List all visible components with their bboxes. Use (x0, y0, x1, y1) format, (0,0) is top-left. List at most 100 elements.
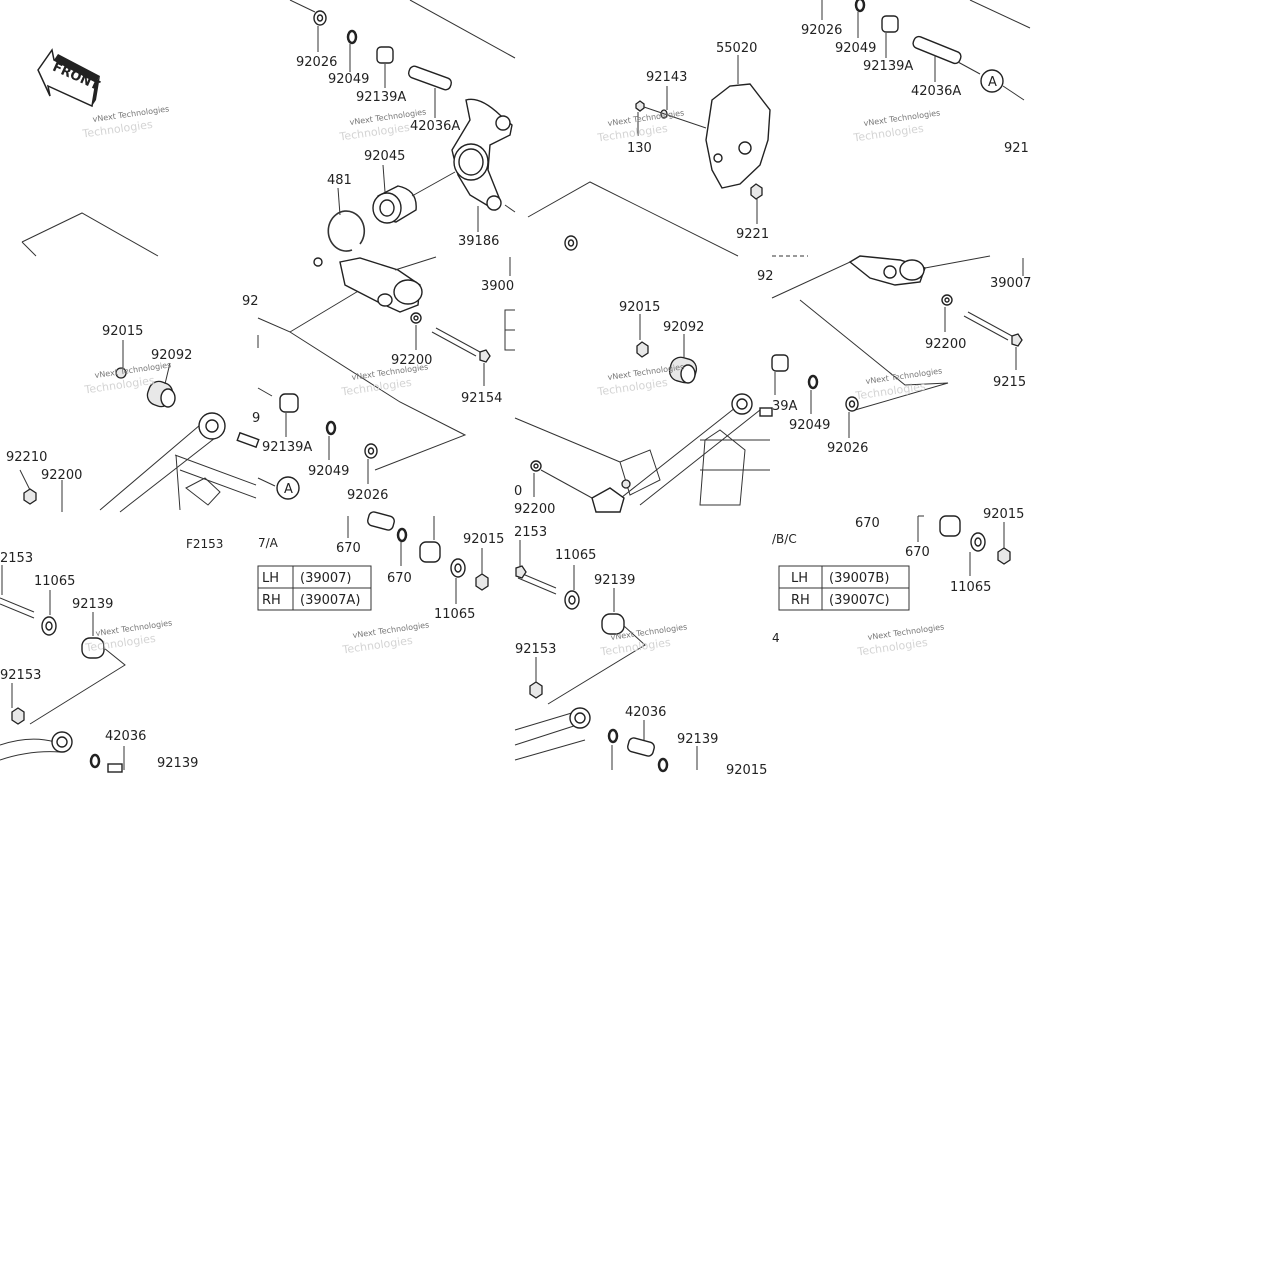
label-0: 0 (514, 484, 522, 499)
label-921: 921 (1004, 141, 1029, 156)
watermark: Technologies vNext Technologies (596, 362, 685, 399)
tile-mid-far-right: 92 39007 92200 9215 39A 92049 92026 (757, 255, 1031, 456)
label-b-c: /B/C (772, 532, 797, 546)
label-92049: 92049 (308, 464, 349, 479)
label-11065: 11065 (34, 574, 75, 589)
callout-a: A (284, 482, 293, 497)
label-92200: 92200 (514, 502, 555, 517)
label-670: 670 (855, 516, 880, 531)
watermark-text: Technologies (338, 121, 411, 144)
callout-a: A (988, 75, 997, 90)
label-92015: 92015 (619, 300, 660, 315)
label-39a: 39A (772, 399, 798, 414)
label-92049: 92049 (789, 418, 830, 433)
label-92139a: 92139A (356, 90, 406, 105)
label-92: 92 (757, 269, 774, 284)
label-3900: 3900 (481, 279, 514, 294)
label-92092: 92092 (663, 320, 704, 335)
label-92026: 92026 (827, 441, 868, 456)
label-92049: 92049 (835, 41, 876, 56)
label-92026: 92026 (801, 23, 842, 38)
tile-mid-right: 92015 92092 0 92200 (514, 300, 770, 517)
watermark-text: Technologies (852, 122, 925, 145)
label-92210: 92210 (6, 450, 47, 465)
label-92139a: 92139A (863, 59, 913, 74)
watermark-text: Technologies (340, 376, 413, 399)
label-39007: 39007 (990, 276, 1031, 291)
label-42036: 42036 (625, 705, 666, 720)
table-cell-side: LH (791, 571, 808, 586)
label-92200: 92200 (391, 353, 432, 368)
label-92139: 92139 (677, 732, 718, 747)
table-cell-part: (39007A) (300, 593, 360, 608)
watermark-text: Technologies (599, 636, 672, 659)
label-92026: 92026 (296, 55, 337, 70)
watermark: Technologies vNext Technologies (341, 620, 430, 657)
table-cell-side: RH (791, 593, 810, 608)
label-130: 130 (627, 141, 652, 156)
label-92153: 92153 (0, 668, 41, 683)
label-42036a: 42036A (410, 119, 460, 134)
label-7-a: 7/A (258, 536, 279, 550)
label-670: 670 (905, 545, 930, 560)
watermark: Technologies vNext Technologies (340, 362, 429, 399)
watermark: Technologies vNext Technologies (596, 108, 685, 144)
table-cell-part: (39007) (300, 571, 352, 586)
watermark-text: Technologies (84, 632, 157, 655)
label-11065: 11065 (434, 607, 475, 622)
label-92015: 92015 (102, 324, 143, 339)
label-92045: 92045 (364, 149, 405, 164)
table-cell-part: (39007C) (829, 593, 890, 608)
label-92153: 92153 (515, 642, 556, 657)
tile-top-mid-left: 92026 92049 92139A 42036A 92045 481 3918… (289, 0, 516, 276)
watermark-text: Technologies (596, 376, 669, 399)
label-92139: 92139 (72, 597, 113, 612)
label-670: 670 (336, 541, 361, 556)
label-2153: 2153 (0, 551, 33, 566)
front-arrow-icon: FRONT (37, 48, 102, 108)
label-92049: 92049 (328, 72, 369, 87)
label-92139a: 92139A (262, 440, 312, 455)
watermark-text: Technologies (81, 118, 154, 141)
label-92: 92 (242, 294, 259, 309)
label-92200: 92200 (925, 337, 966, 352)
table-cell-side: LH (262, 571, 279, 586)
label-481: 481 (327, 173, 352, 188)
label-2153: 2153 (514, 525, 547, 540)
label-92015: 92015 (726, 763, 767, 778)
watermark-text: Technologies (341, 634, 414, 657)
tile-mid-left: 92 3900 92200 92154 9 92139A 92049 92026 (242, 256, 515, 503)
side-table-2: LH (39007B) RH (39007C) (778, 565, 910, 611)
label-4: 4 (772, 631, 780, 645)
watermark: Technologies vNext Technologies (852, 108, 941, 145)
watermark-text: Technologies (854, 380, 927, 403)
label-92015: 92015 (463, 532, 504, 547)
label-11065: 11065 (950, 580, 991, 595)
label-9221: 9221 (736, 227, 769, 242)
table-cell-side: RH (262, 593, 281, 608)
label-f2153: F2153 (186, 537, 223, 551)
label-9: 9 (252, 411, 260, 426)
tile-top-right: A 92026 92049 92139A 42036A 921 (801, 0, 1031, 156)
label-670: 670 (387, 571, 412, 586)
label-92139: 92139 (157, 756, 198, 771)
label-55020: 55020 (716, 41, 757, 56)
tile-top-mid-right: 55020 92143 130 9221 (527, 41, 771, 257)
label-92154: 92154 (461, 391, 502, 406)
watermark-text: Technologies (856, 636, 929, 659)
label-92200: 92200 (41, 468, 82, 483)
label-92015: 92015 (983, 507, 1024, 522)
table-cell-part: (39007B) (829, 571, 889, 586)
tile-bottom-far-right: /B/C 670 670 92015 11065 4 LH (39007B) R… (772, 507, 1024, 645)
label-92139: 92139 (594, 573, 635, 588)
tile-bottom-left: 2153 11065 92139 92153 42036 92139 F2153 (0, 537, 223, 773)
label-42036: 42036 (105, 729, 146, 744)
watermark: Technologies vNext Technologies (81, 104, 170, 141)
label-92143: 92143 (646, 70, 687, 85)
tile-bottom-mid-right: 2153 11065 92139 92153 42036 92139 92015 (514, 525, 767, 778)
label-39186: 39186 (458, 234, 499, 249)
label-92092: 92092 (151, 348, 192, 363)
label-42036a: 42036A (911, 84, 961, 99)
label-11065: 11065 (555, 548, 596, 563)
